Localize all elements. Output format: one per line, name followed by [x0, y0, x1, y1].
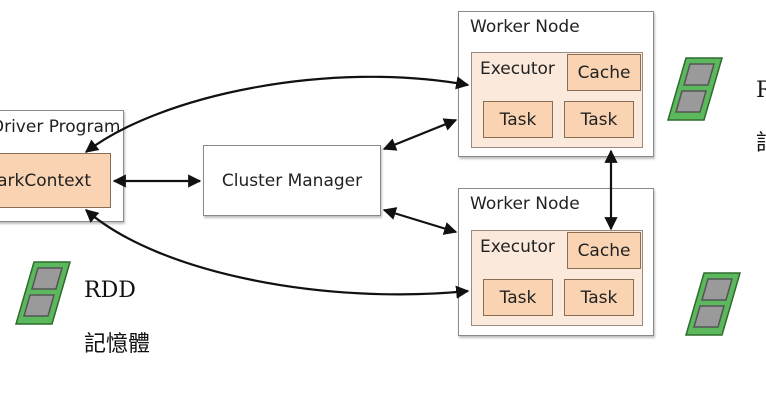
executor-label: Executor	[480, 59, 555, 79]
spark-context-label: SparkContext	[0, 170, 91, 191]
task-box-2b: Task	[564, 279, 634, 316]
cluster-manager-label: Cluster Manager	[221, 170, 363, 191]
right-rdd-label: R	[756, 78, 766, 103]
arrow-cluster-worker2	[382, 207, 458, 235]
memory-label: 記憶體	[84, 332, 151, 357]
rdd-label: RDD	[84, 278, 136, 303]
memory-icon	[15, 261, 71, 325]
worker-node-title: Worker Node	[470, 17, 580, 37]
spark-context-box: SparkContext	[0, 153, 111, 208]
worker-node-title: Worker Node	[470, 194, 580, 214]
task-label: Task	[580, 287, 618, 308]
task-label: Task	[499, 287, 537, 308]
memory-icon	[667, 57, 723, 121]
cache-box-1: Cache	[567, 54, 641, 91]
task-box-2a: Task	[483, 279, 553, 316]
right-memory-label: 記	[756, 125, 766, 157]
memory-icon	[685, 272, 741, 336]
cache-box-2: Cache	[567, 232, 641, 269]
arrow-driver-worker2	[85, 209, 470, 299]
arrow-driver-worker1	[84, 75, 470, 153]
cluster-manager-box: Cluster Manager	[203, 145, 381, 216]
cache-label: Cache	[577, 240, 631, 261]
arrow-cluster-worker1	[382, 118, 458, 151]
task-box-1a: Task	[483, 101, 553, 138]
task-box-1b: Task	[564, 101, 634, 138]
task-label: Task	[580, 109, 618, 130]
cache-label: Cache	[577, 62, 631, 83]
executor-label: Executor	[480, 237, 555, 257]
task-label: Task	[499, 109, 537, 130]
